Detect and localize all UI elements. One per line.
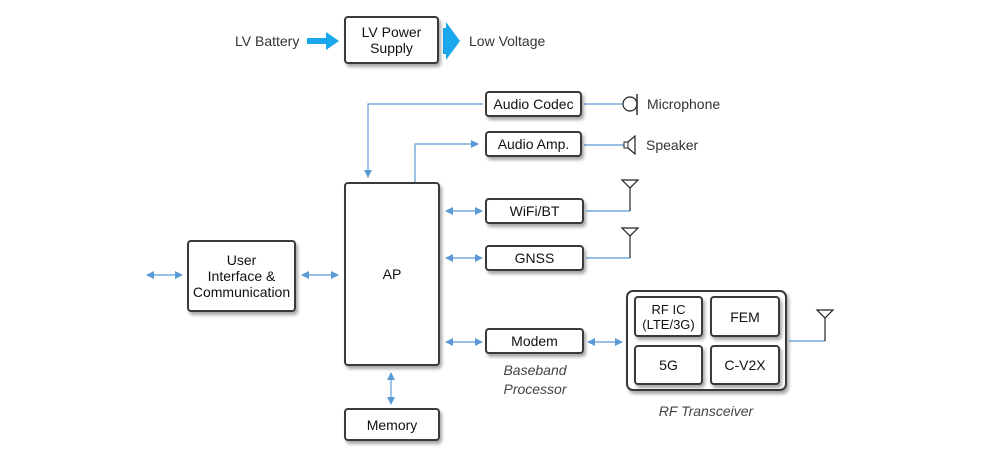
wifi-bt-block: WiFi/BT: [485, 198, 584, 224]
modem-block: Modem: [485, 328, 584, 354]
gnss-block: GNSS: [485, 245, 584, 271]
rf-antenna-icon: [815, 309, 835, 341]
memory-block: Memory: [344, 408, 440, 441]
cv2x-block: C-V2X: [710, 345, 780, 385]
lv-battery-label: LV Battery: [235, 33, 300, 49]
lv-power-supply-block: LV Power Supply: [344, 16, 439, 64]
audio-amp-block: Audio Amp.: [485, 131, 582, 157]
ap-to-amp-line: [414, 140, 479, 182]
5g-block: 5G: [634, 345, 703, 385]
ap-block: AP: [344, 182, 440, 366]
user-interface-label: User Interface & Communication: [192, 252, 291, 300]
audio-codec-block: Audio Codec: [485, 91, 582, 117]
speaker-icon: [623, 134, 636, 156]
rf-ic-label: RF IC (LTE/3G): [642, 301, 695, 332]
speaker-label: Speaker: [646, 137, 699, 153]
user-interface-block: User Interface & Communication: [187, 240, 296, 312]
cv2x-label: C-V2X: [724, 357, 766, 373]
audio-amp-label: Audio Amp.: [497, 136, 570, 152]
baseband-processor-caption: Baseband Processor: [503, 362, 567, 397]
microphone-icon: [622, 94, 638, 115]
low-voltage-output-arrow: [443, 22, 460, 60]
low-voltage-label: Low Voltage: [469, 33, 546, 49]
lv-power-supply-label: LV Power Supply: [361, 24, 422, 56]
memory-label: Memory: [366, 416, 418, 433]
ap-label: AP: [382, 266, 402, 282]
microphone-label: Microphone: [647, 96, 721, 112]
fem-label: FEM: [730, 308, 760, 325]
codec-to-ap-line: [364, 103, 483, 178]
rf-ic-block: RF IC (LTE/3G): [634, 296, 703, 337]
gnss-antenna-icon: [620, 227, 640, 258]
gnss-label: GNSS: [514, 250, 555, 266]
5g-label: 5G: [659, 357, 678, 373]
rf-transceiver-caption: RF Transceiver: [658, 403, 754, 419]
wifi-bt-label: WiFi/BT: [509, 203, 560, 219]
modem-label: Modem: [511, 333, 558, 349]
audio-codec-label: Audio Codec: [493, 96, 574, 112]
fem-block: FEM: [710, 296, 780, 337]
wifi-antenna-icon: [620, 179, 640, 211]
battery-input-arrow: [307, 32, 339, 50]
